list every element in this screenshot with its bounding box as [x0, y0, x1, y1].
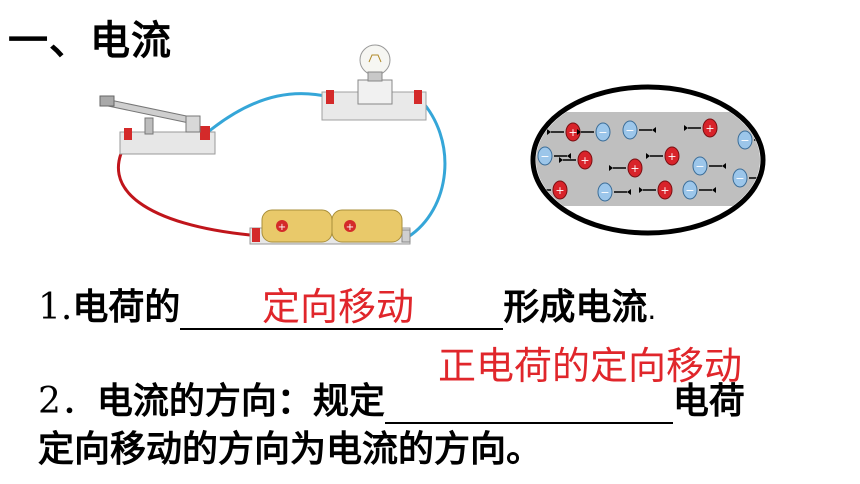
item-1-period: .: [647, 293, 657, 326]
arrow-head: [722, 163, 726, 169]
positive-charge: [702, 118, 718, 138]
svg-text:+: +: [278, 222, 286, 233]
arrow-head: [627, 189, 631, 195]
arrow-head: [547, 129, 551, 135]
item-1-blank: [180, 294, 504, 330]
item-2-answer: 正电荷的定向移动: [438, 344, 743, 388]
charge-sign: +: [660, 184, 669, 197]
item-1-suffix: 形成电流: [503, 287, 648, 328]
item-2-blank: [384, 388, 673, 424]
positive-charge: [577, 150, 593, 170]
arrow-head: [567, 153, 571, 159]
item-2-prefix: 电流的方向：规定: [96, 381, 385, 422]
negative-charge: [732, 168, 748, 188]
red-wire: [116, 139, 251, 237]
positive-charge: [552, 180, 568, 200]
item-2-line-2: 定向移动的方向为电流的方向。: [38, 429, 543, 470]
charge-sign: −: [685, 184, 694, 197]
page-title: 一、电流: [8, 18, 172, 64]
arrow-head: [639, 187, 643, 193]
arrow-head: [684, 125, 688, 131]
arrow-head: [712, 187, 716, 193]
charge-sign: +: [705, 122, 714, 135]
charge-sign: −: [598, 126, 607, 139]
arrow-head: [646, 153, 650, 159]
item-1-prefix: 电荷的: [72, 287, 181, 328]
item-2: 2．电流的方向：规定 电荷: [38, 372, 745, 424]
circuit-diagram: + +: [99, 44, 447, 245]
negative-charge: [622, 120, 638, 140]
charge-flow-diagram: +−+−+++−−+−+−−−: [530, 84, 771, 236]
blue-wire-right: [407, 95, 447, 239]
bulb: [321, 44, 427, 121]
item-1-answer: 定向移动: [262, 285, 415, 329]
negative-charge: [737, 130, 753, 150]
charge-sign: −: [625, 124, 634, 137]
battery: + +: [249, 209, 411, 245]
svg-text:+: +: [346, 222, 354, 233]
charge-sign: +: [568, 126, 577, 139]
arrow-head: [652, 127, 656, 133]
charge-sign: +: [630, 162, 639, 175]
negative-charge: [597, 182, 613, 202]
arrow-head: [577, 129, 581, 135]
charge-sign: +: [667, 150, 676, 163]
charge-sign: −: [735, 172, 744, 185]
positive-charge: [657, 180, 673, 200]
arrow-head: [609, 165, 613, 171]
charge-sign: −: [600, 186, 609, 199]
negative-charge: [595, 122, 611, 142]
arrow-head: [767, 137, 771, 143]
arrow-head: [559, 157, 563, 163]
item-2-number: 2．: [38, 381, 97, 422]
charge-sign: −: [740, 134, 749, 147]
switch: [99, 95, 216, 155]
charge-sign: −: [695, 160, 704, 173]
arrow-head: [536, 187, 538, 193]
item-1-number: 1.: [38, 287, 73, 328]
negative-charge: [692, 156, 708, 176]
negative-charge: [682, 180, 698, 200]
negative-charge: [537, 146, 553, 166]
charge-sign: +: [555, 184, 564, 197]
charge-sign: −: [540, 150, 549, 163]
positive-charge: [627, 158, 643, 178]
charge-sign: +: [580, 154, 589, 167]
blue-wire-top: [207, 92, 331, 134]
positive-charge: [664, 146, 680, 166]
item-1: 1.电荷的 形成电流.: [38, 278, 656, 330]
item-2-suffix: 电荷: [672, 381, 745, 422]
